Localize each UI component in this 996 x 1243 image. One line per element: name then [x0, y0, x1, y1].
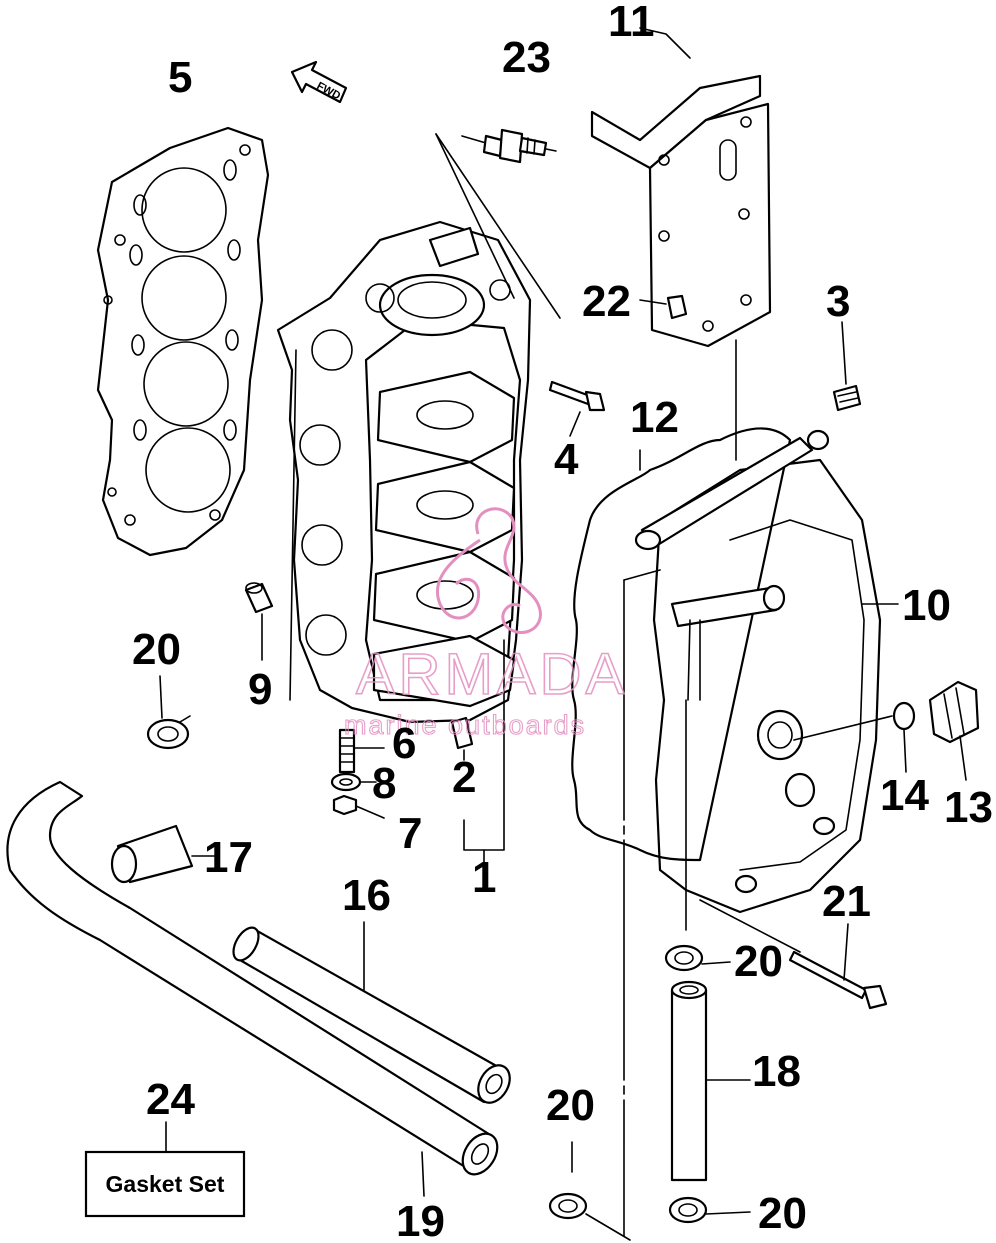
callout-20-left: 20	[132, 625, 181, 674]
callout-17: 17	[204, 833, 253, 882]
reference-lines	[623, 339, 737, 1237]
hose-18	[670, 980, 751, 1182]
head-leader	[435, 133, 561, 863]
nut-7	[332, 794, 385, 819]
callout-7: 7	[398, 809, 422, 858]
oring-14	[793, 701, 916, 773]
callout-6: 6	[392, 719, 416, 768]
callout-24: 24	[146, 1075, 195, 1124]
gasket-set-label: Gasket Set	[106, 1171, 225, 1197]
cover-gasket	[571, 427, 792, 862]
hose-17	[110, 824, 215, 884]
callout-16: 16	[342, 871, 391, 920]
bolt-4	[548, 380, 606, 437]
callout-13: 13	[944, 783, 993, 832]
dowel-9	[244, 582, 274, 661]
callout-4: 4	[554, 435, 579, 484]
cylinder-head	[276, 220, 532, 724]
watermark: ARMADA marine outboards	[343, 507, 628, 741]
hose-clamp-left	[146, 675, 191, 750]
callout-20-bottom: 20	[546, 1081, 595, 1130]
washer-8	[330, 772, 377, 792]
spark-plug	[461, 128, 557, 164]
watermark-tagline: marine outboards	[344, 710, 586, 740]
callout-labels: 5 11 23 22 3 12 4 10 20 9 6 8 2 7 1 14 1…	[132, 0, 993, 1243]
hose-clamp-upper	[664, 944, 731, 972]
callout-8: 8	[372, 759, 396, 808]
callout-20-lower: 20	[758, 1189, 807, 1238]
callout-2: 2	[452, 753, 476, 802]
hose-16	[232, 921, 511, 1104]
callout-21: 21	[822, 877, 871, 926]
callout-19: 19	[396, 1197, 445, 1243]
callout-11: 11	[608, 0, 655, 46]
callout-10: 10	[902, 581, 951, 630]
callout-5: 5	[168, 53, 192, 102]
hose-19	[6, 780, 499, 1197]
bolt-21	[699, 899, 888, 1010]
callout-3: 3	[826, 277, 850, 326]
callout-20-upper: 20	[734, 937, 783, 986]
seahorse-logo-icon	[435, 507, 542, 635]
gasket-set-box: Gasket Set	[84, 1121, 246, 1218]
callout-22: 22	[582, 277, 631, 326]
head-gasket	[96, 126, 270, 557]
callout-9: 9	[248, 665, 272, 714]
watermark-brand: ARMADA	[356, 642, 628, 707]
fwd-arrow-icon: FWD	[290, 60, 348, 104]
plug-2	[450, 716, 474, 761]
stud-6	[338, 728, 385, 774]
hose-clamp-lower	[668, 1196, 751, 1224]
callout-18: 18	[752, 1047, 801, 1096]
cap-13	[928, 680, 980, 781]
nut-22	[639, 294, 688, 320]
callout-14: 14	[880, 771, 929, 820]
callout-23: 23	[502, 33, 551, 82]
mounting-bracket	[590, 27, 772, 348]
callout-1: 1	[472, 853, 496, 902]
head-cover	[634, 429, 899, 914]
plug-3	[832, 321, 862, 412]
callout-12: 12	[630, 393, 679, 442]
hose-clamp-bottom	[548, 1141, 631, 1241]
